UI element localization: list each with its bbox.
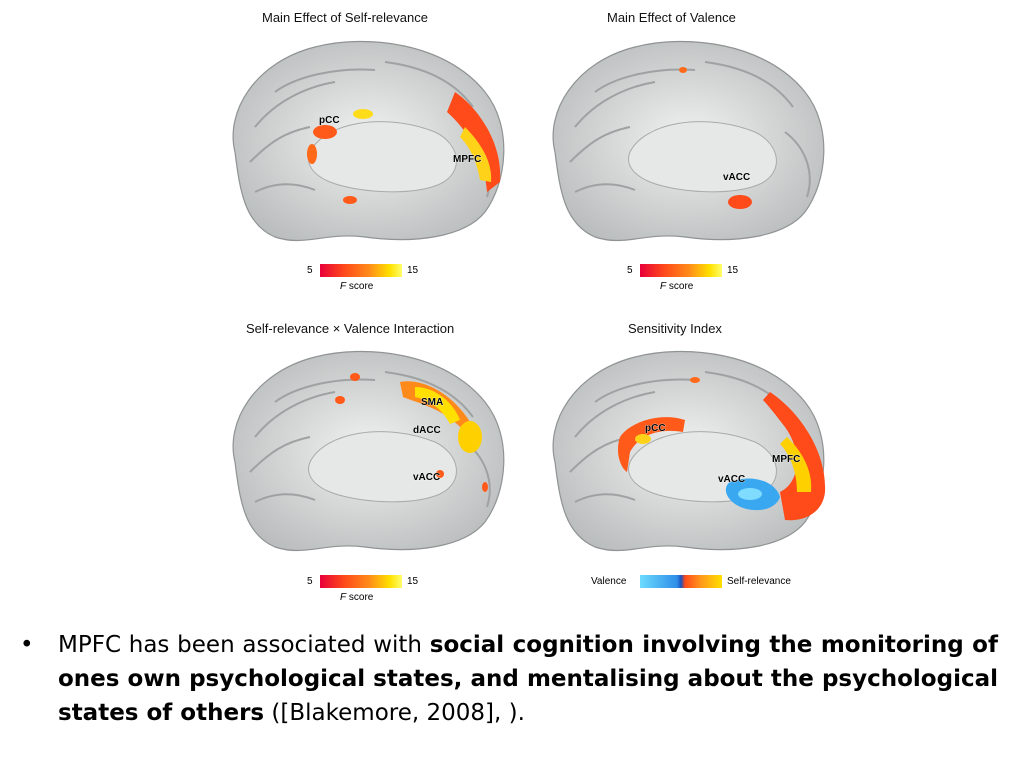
colorbar-max: 15 — [407, 265, 419, 276]
bullet-paragraph: MPFC has been associated with social cog… — [58, 628, 998, 730]
colorbar-left-label: Valence — [591, 576, 627, 587]
activation-blob — [350, 373, 360, 381]
panel-title: Main Effect of Self-relevance — [262, 10, 428, 25]
colorbar-caption: F score — [340, 281, 374, 292]
region-label-mpfc: MPFC — [453, 154, 481, 165]
region-label-pcc: pCC — [645, 423, 666, 434]
panel-title: Main Effect of Valence — [607, 10, 736, 25]
colorbar-min: 5 — [627, 265, 633, 276]
colorbar — [320, 575, 402, 588]
brain-image: vACC — [552, 40, 825, 242]
activation-blob — [460, 127, 492, 182]
colorbar-max: 15 — [727, 265, 739, 276]
activation-blob — [313, 125, 337, 139]
activation-blob — [307, 144, 317, 164]
colorbar-min: 5 — [307, 265, 313, 276]
brain-image: pCC MPFC vACC — [552, 350, 826, 552]
activation-blob — [482, 482, 488, 492]
colorbar-min: 5 — [307, 576, 313, 587]
region-label-vacc: vACC — [413, 472, 440, 483]
region-label-mpfc: MPFC — [772, 454, 800, 465]
region-label-dacc: dACC — [413, 425, 441, 436]
activation-blob — [780, 437, 812, 492]
activation-blob — [353, 109, 373, 119]
region-label-pcc: pCC — [319, 115, 340, 126]
colorbar-right-label: Self-relevance — [727, 576, 791, 587]
bullet-text-citation: ([Blakemore, 2008], ). — [264, 700, 525, 726]
activation-blob — [458, 421, 482, 453]
colorbar-caption: F score — [660, 281, 694, 292]
bullet-text-plain: MPFC has been associated with — [58, 632, 430, 658]
region-label-sma: SMA — [421, 397, 443, 408]
colorbar-max: 15 — [407, 576, 419, 587]
activation-blob-valence — [738, 488, 762, 500]
colorbar-caption: F score — [340, 592, 374, 603]
activation-blob — [690, 377, 700, 383]
colorbar — [640, 575, 722, 588]
panel-title: Sensitivity Index — [628, 321, 722, 336]
activation-blob — [415, 387, 460, 424]
colorbar — [320, 264, 402, 277]
activation-blob — [728, 195, 752, 209]
activation-blob — [335, 396, 345, 404]
activation-blob — [617, 417, 685, 472]
activation-blob — [635, 434, 651, 444]
region-label-vacc: vACC — [718, 474, 745, 485]
region-label-vacc: vACC — [723, 172, 750, 183]
bullet-marker: • — [20, 632, 34, 658]
panel-title: Self-relevance × Valence Interaction — [246, 321, 455, 336]
brain-image: SMA dACC vACC — [232, 350, 505, 552]
colorbar — [640, 264, 722, 277]
activation-blob — [679, 67, 687, 73]
brain-image: pCC MPFC — [232, 40, 505, 242]
activation-blob — [343, 196, 357, 204]
bullet-text-bold: social cognition involving the monitorin… — [58, 632, 998, 726]
activation-blob — [436, 470, 444, 478]
